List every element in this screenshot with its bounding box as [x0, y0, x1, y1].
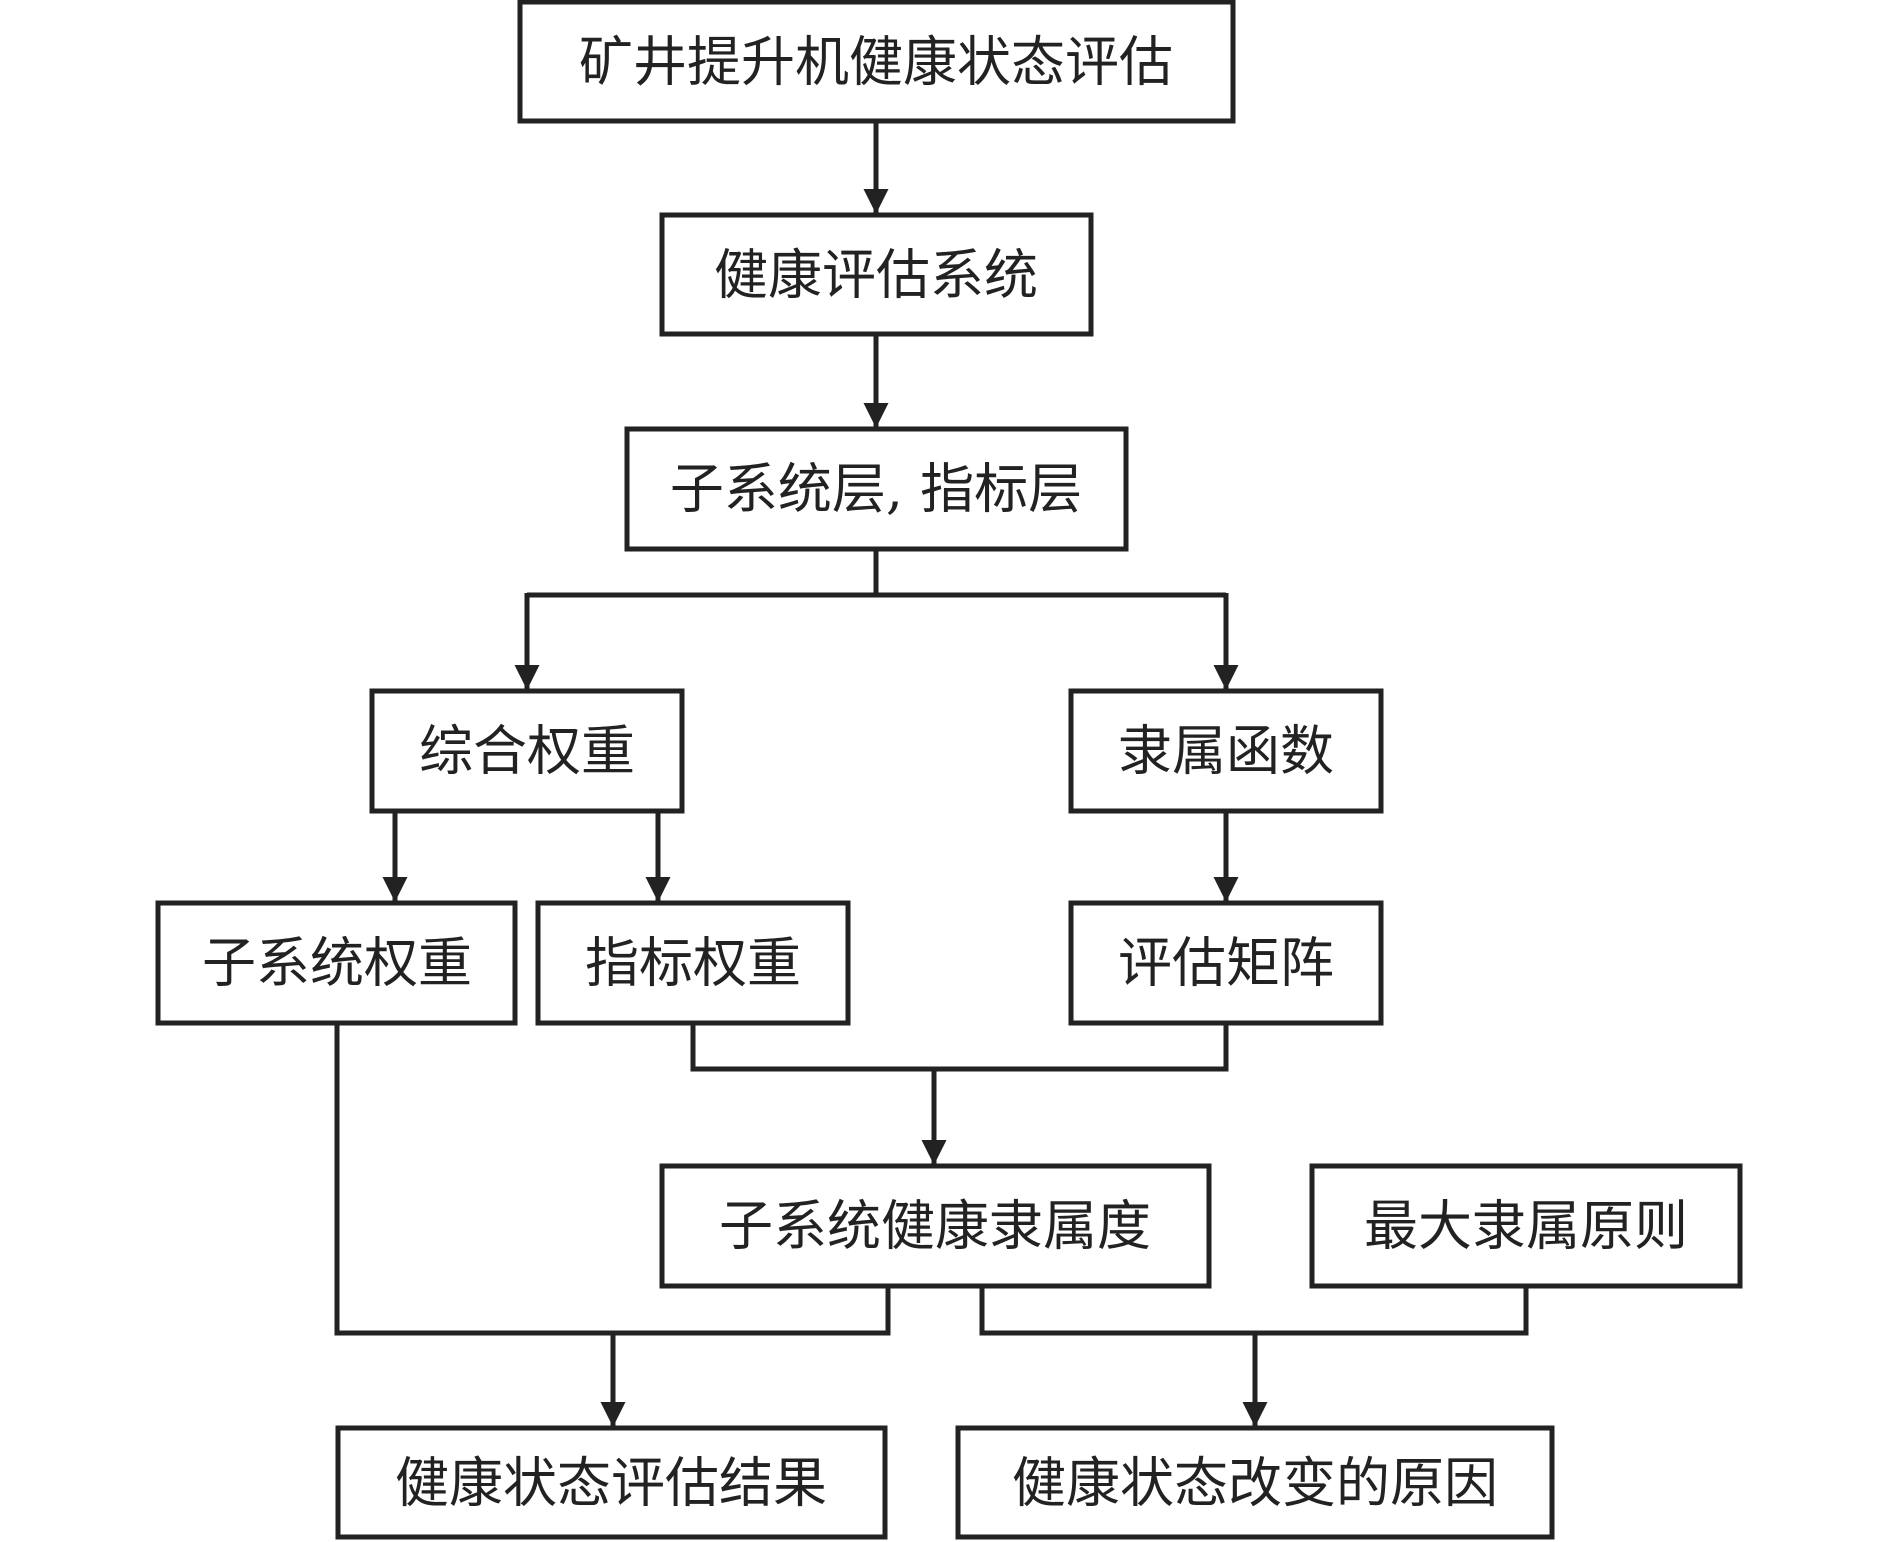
node-system: 健康评估系统: [659, 212, 1094, 337]
line-indicator-matrix-merge: [690, 1025, 1229, 1072]
connectors: [334, 121, 1529, 1427]
node-subsystem-membership-label: 子系统健康隶属度: [719, 1195, 1151, 1258]
node-max-membership-principle-label: 最大隶属原则: [1364, 1195, 1688, 1258]
node-result-label: 健康状态评估结果: [395, 1452, 827, 1515]
node-membership-function: 隶属函数: [1068, 688, 1384, 814]
node-system-label: 健康评估系统: [714, 244, 1038, 307]
node-subsystem-membership: 子系统健康隶属度: [659, 1163, 1212, 1289]
node-subsystem-weight-label: 子系统权重: [202, 932, 472, 995]
node-cause: 健康状态改变的原因: [955, 1425, 1555, 1540]
line-membership-principle-merge: [979, 1286, 1529, 1336]
node-combined-weight-label: 综合权重: [419, 720, 635, 783]
node-layers: 子系统层, 指标层: [624, 426, 1129, 552]
node-evaluation-matrix-label: 评估矩阵: [1118, 932, 1334, 995]
node-layers-label: 子系统层, 指标层: [670, 458, 1082, 521]
node-root: 矿井提升机健康状态评估: [517, 0, 1236, 124]
node-cause-label: 健康状态改变的原因: [1012, 1452, 1498, 1515]
node-indicator-weight-label: 指标权重: [585, 932, 801, 995]
node-combined-weight: 综合权重: [369, 688, 685, 814]
node-indicator-weight: 指标权重: [535, 900, 851, 1026]
node-evaluation-matrix: 评估矩阵: [1068, 900, 1384, 1026]
node-membership-function-label: 隶属函数: [1118, 720, 1334, 783]
node-root-label: 矿井提升机健康状态评估: [579, 31, 1173, 94]
node-result: 健康状态评估结果: [335, 1425, 888, 1540]
node-subsystem-weight: 子系统权重: [155, 900, 518, 1026]
node-max-membership-principle: 最大隶属原则: [1309, 1163, 1743, 1289]
